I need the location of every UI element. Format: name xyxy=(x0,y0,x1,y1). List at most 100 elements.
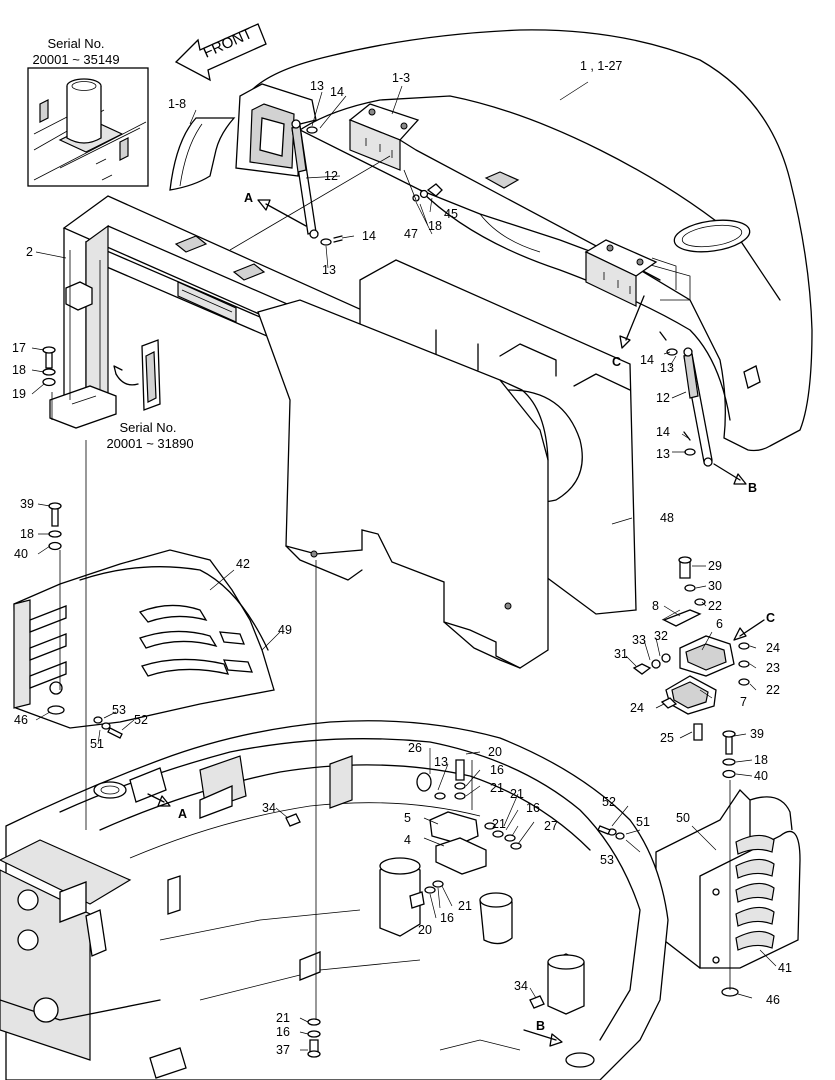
callout-18d: 18 xyxy=(754,753,768,767)
callout-12b: 12 xyxy=(656,391,670,405)
callout-42: 42 xyxy=(236,557,250,571)
callout-33: 33 xyxy=(632,633,646,647)
callout-16c: 16 xyxy=(440,911,454,925)
callout-1-8: 1-8 xyxy=(168,97,186,111)
gas-spring-lower xyxy=(683,347,713,467)
callout-20b: 20 xyxy=(418,923,432,937)
serial-inset xyxy=(27,67,149,187)
view-marker-labels: A A B B C C xyxy=(178,191,775,1033)
brackets-4-5 xyxy=(409,759,522,909)
callout-48: 48 xyxy=(660,511,674,525)
callout-18c: 18 xyxy=(20,527,34,541)
bolt-stack-51-53 xyxy=(93,716,625,840)
callout-31: 31 xyxy=(614,647,628,661)
serial-inset-title: Serial No. xyxy=(47,36,104,51)
leader-lines xyxy=(31,81,777,1051)
upper-frame-base xyxy=(0,720,669,1080)
serial-note-2-range: 20001 ~ 31890 xyxy=(106,436,193,451)
serial-inset-range: 20001 ~ 35149 xyxy=(32,52,119,67)
callout-6: 6 xyxy=(716,617,723,631)
callout-21d: 21 xyxy=(458,899,472,913)
callout-16d: 16 xyxy=(276,1025,290,1039)
callout-13b: 13 xyxy=(322,263,336,277)
callout-29: 29 xyxy=(708,559,722,573)
right-side-cover xyxy=(655,788,801,997)
bolt-stack-39-40-right xyxy=(722,730,736,779)
alignment-lines xyxy=(51,155,731,1020)
hood-latch-bracket xyxy=(235,83,317,177)
callout-1: 1 , 1-27 xyxy=(580,59,622,73)
front-arrow: FRONT xyxy=(174,23,267,82)
callout-30: 30 xyxy=(708,579,722,593)
callout-22a: 22 xyxy=(708,599,722,613)
callout-53a: 53 xyxy=(112,703,126,717)
callout-12a: 12 xyxy=(324,169,338,183)
callout-24a: 24 xyxy=(766,641,780,655)
callout-27: 27 xyxy=(544,819,558,833)
callout-32: 32 xyxy=(654,629,668,643)
view-c-latch: C xyxy=(766,611,775,625)
callout-41: 41 xyxy=(778,961,792,975)
callout-labels: 1 , 1-27 1-3 1-8 2 4 5 6 7 8 12 12 13 13… xyxy=(12,59,792,1057)
callout-34a: 34 xyxy=(262,801,276,815)
callout-40a: 40 xyxy=(14,547,28,561)
callout-13e: 13 xyxy=(434,755,448,769)
callout-39b: 39 xyxy=(750,727,764,741)
callout-52b: 52 xyxy=(602,795,616,809)
gas-spring-upper xyxy=(291,119,319,239)
callout-51b: 51 xyxy=(636,815,650,829)
callout-22b: 22 xyxy=(766,683,780,697)
callout-21e: 21 xyxy=(276,1011,290,1025)
callout-14b: 14 xyxy=(362,229,376,243)
view-b-top: B xyxy=(748,481,757,495)
callout-21b: 21 xyxy=(510,787,524,801)
bolt-stack-39-40-left xyxy=(48,502,62,551)
latch-assembly xyxy=(632,556,750,741)
callout-37: 37 xyxy=(276,1043,290,1057)
callout-7: 7 xyxy=(740,695,747,709)
callout-53b: 53 xyxy=(600,853,614,867)
view-a-bottom: A xyxy=(178,807,187,821)
view-c-top: C xyxy=(612,355,621,369)
callout-14a: 14 xyxy=(330,85,344,99)
callout-5: 5 xyxy=(404,811,411,825)
callout-14c: 14 xyxy=(640,353,654,367)
left-side-cover xyxy=(13,549,275,729)
callout-17: 17 xyxy=(12,341,26,355)
serial-bracket-detail xyxy=(113,339,161,411)
callout-18a: 18 xyxy=(12,363,26,377)
callout-4: 4 xyxy=(404,833,411,847)
callout-13d: 13 xyxy=(656,447,670,461)
view-a-top: A xyxy=(244,191,253,205)
hinge-right xyxy=(584,239,658,307)
callout-16a: 16 xyxy=(490,763,504,777)
callout-19: 19 xyxy=(12,387,26,401)
callout-2: 2 xyxy=(26,245,33,259)
callout-21c: 21 xyxy=(492,817,506,831)
callout-46b: 46 xyxy=(766,993,780,1007)
callout-25: 25 xyxy=(660,731,674,745)
callout-47: 47 xyxy=(404,227,418,241)
spring-hardware xyxy=(306,126,696,456)
view-b-bottom: B xyxy=(536,1019,545,1033)
callout-51a: 51 xyxy=(90,737,104,751)
callout-18b: 18 xyxy=(428,219,442,233)
callout-21a: 21 xyxy=(490,781,504,795)
seal-strip xyxy=(169,117,236,191)
callout-39a: 39 xyxy=(20,497,34,511)
callout-49: 49 xyxy=(278,623,292,637)
callout-16b: 16 xyxy=(526,801,540,815)
callout-24b: 24 xyxy=(630,701,644,715)
callout-52a: 52 xyxy=(134,713,148,727)
callout-14d: 14 xyxy=(656,425,670,439)
callout-45: 45 xyxy=(444,207,458,221)
bolt-stack-bottom xyxy=(285,813,545,1058)
callout-1-3: 1-3 xyxy=(392,71,410,85)
callout-23: 23 xyxy=(766,661,780,675)
callout-34b: 34 xyxy=(514,979,528,993)
callout-13c: 13 xyxy=(660,361,674,375)
serial-note-2-title: Serial No. xyxy=(119,420,176,435)
callout-40b: 40 xyxy=(754,769,768,783)
